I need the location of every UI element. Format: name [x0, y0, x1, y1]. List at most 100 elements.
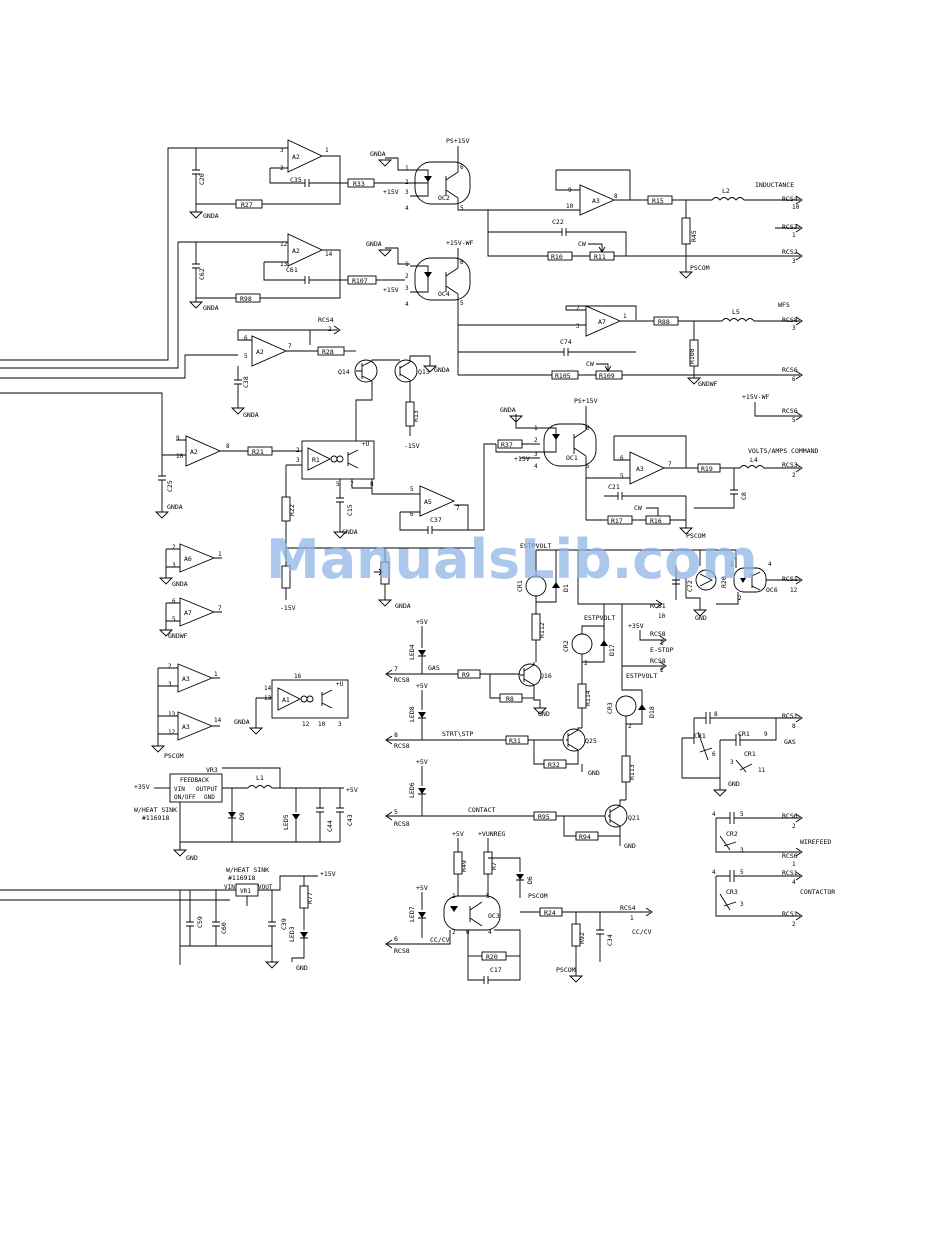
m15-label-1: -15V	[404, 442, 420, 450]
svg-text:8: 8	[226, 443, 230, 450]
wirefeed-signal: WIREFEED	[800, 838, 831, 846]
d6-label: D6	[526, 876, 534, 884]
a2-second-label: A2	[292, 247, 300, 255]
l1-label: L1	[256, 774, 264, 782]
estpvolt-a: ESTPVOLT	[520, 542, 551, 550]
svg-text:3: 3	[740, 847, 744, 854]
rcs1-8-pin: 8	[792, 723, 796, 730]
oc1-optocoupler: GNDA R37 +15V 12 34 65 OC1 PS+15V	[495, 397, 604, 521]
gnd-label-5: GND	[588, 769, 600, 777]
led8-label: LED8	[408, 706, 416, 722]
m15-label-2: -15V	[280, 604, 296, 612]
svg-text:+U: +U	[336, 681, 344, 688]
pscom-label-2: PSCOM	[686, 532, 706, 540]
a5-stage: A5 567 C37 GNDA -15V	[280, 443, 496, 612]
rcs4-2-label: RCS4	[318, 316, 334, 324]
hs1-label: W/HEAT SINK	[134, 806, 177, 814]
svg-text:2: 2	[172, 544, 176, 551]
svg-text:2: 2	[405, 179, 409, 186]
gnda-label-2: GNDA	[370, 150, 386, 158]
gnda-label-8: GNDA	[342, 528, 358, 536]
rcs1-10-pin: 10	[658, 613, 666, 620]
cr2-contact: CR2	[726, 830, 738, 838]
svg-text:3: 3	[730, 759, 734, 766]
rcs6-5-label: RCS6	[782, 407, 798, 415]
r37-label: R37	[501, 441, 513, 449]
r27-label: R27	[241, 201, 253, 209]
led7-label: LED7	[408, 906, 416, 922]
rcs1-4-pin: 4	[792, 879, 796, 886]
svg-text:2: 2	[296, 447, 300, 454]
svg-text:8: 8	[614, 193, 618, 200]
svg-text:6: 6	[244, 335, 248, 342]
svg-text:5: 5	[486, 893, 490, 900]
hs2-part: #116918	[228, 874, 255, 882]
oc4-optocoupler: GNDA 12 34 65 OC4 +15V-WF +15V	[366, 239, 473, 375]
c35-label: C35	[290, 176, 302, 184]
svg-text:4: 4	[405, 205, 409, 212]
relay-contacts: 8 RCS1 8 CR1 6 GND 9 CR1 GAS CR1 11 3 5 …	[681, 711, 835, 928]
svg-text:8: 8	[714, 711, 718, 718]
rcs8-6-pin: 6	[394, 935, 398, 943]
svg-text:3: 3	[405, 285, 409, 292]
rcs1-4-label: RCS1	[782, 869, 798, 877]
gnda-label-3: GNDA	[203, 304, 219, 312]
pscom-label-3: PSCOM	[164, 752, 184, 760]
r109-label: R109	[599, 372, 615, 380]
c39-label: C39	[280, 918, 288, 930]
rcs3-2-pin: 2	[792, 472, 796, 479]
rcs1-2-pin: 2	[792, 921, 796, 928]
rcs1-10-label: RCS1	[650, 602, 666, 610]
cr1-coil-label: CR1	[516, 580, 524, 592]
vr1-vin: VIN	[224, 884, 235, 891]
pscom-label-1: PSCOM	[690, 264, 710, 272]
wfs-signal: WFS	[778, 301, 790, 309]
svg-text:7: 7	[288, 343, 292, 350]
r31-label: R31	[509, 737, 521, 745]
svg-text:3: 3	[296, 457, 300, 464]
oc2-label: OC2	[438, 194, 450, 202]
rcs4-1-pin: 1	[630, 915, 634, 922]
vr1-label: VR1	[240, 888, 251, 895]
d17-label: D17	[608, 644, 616, 656]
rcs8-1-label: RCS8	[650, 630, 666, 638]
vr3-regulator: VR3 FEEDBACK VIN OUTPUT ON/OFF GND +35V …	[134, 766, 358, 862]
p5-led6: +5V	[416, 758, 428, 766]
c37-label: C37	[430, 516, 442, 524]
oc6-label: OC6	[766, 586, 778, 594]
pscom-label-4: PSCOM	[528, 892, 548, 900]
svg-text:2: 2	[168, 663, 172, 670]
svg-text:1: 1	[534, 425, 538, 432]
p15-label-2: +15V	[383, 286, 399, 294]
rcs6-5-pin: 5	[792, 417, 796, 424]
c62-label: C62	[198, 268, 206, 280]
r88-label: R88	[658, 318, 670, 326]
a7-wfs-stage: A7 231 R88 L5 WFS RCS8 3 R108 GNDWF C74 …	[458, 301, 803, 424]
svg-text:13: 13	[168, 711, 176, 718]
svg-text:4: 4	[712, 869, 716, 876]
svg-text:10: 10	[566, 203, 574, 210]
p5-led4: +5V	[416, 618, 428, 626]
d9-label: D9	[238, 812, 246, 820]
r28-label: R28	[322, 348, 334, 356]
rcs4-2-pin: 2	[328, 326, 332, 333]
p5-r49: +5V	[452, 830, 464, 838]
gnda-label-4: GNDA	[366, 240, 382, 248]
rcs4-1-label: RCS4	[620, 904, 636, 912]
c15-label: C15	[346, 504, 354, 516]
cr3-coil-label: CR3	[606, 702, 614, 714]
c22-label: C22	[552, 218, 564, 226]
c59-label: C59	[196, 916, 204, 928]
svg-text:4: 4	[712, 811, 716, 818]
l2-label: L2	[722, 187, 730, 195]
svg-text:3: 3	[576, 323, 580, 330]
r33-label: R33	[353, 180, 365, 188]
a1-label: A1	[282, 696, 290, 704]
vr1-vout: VOUT	[258, 884, 273, 891]
p35-label: +35V	[628, 622, 644, 630]
rcs8-3-label: RCS8	[782, 316, 798, 324]
oc3-ccvc-stage: +5V R49 +VUNREG R7 D6 PSCOM 12 654 OC3 +…	[385, 830, 653, 984]
svg-text:3: 3	[280, 147, 284, 154]
gnd-label-4: GND	[296, 964, 308, 972]
